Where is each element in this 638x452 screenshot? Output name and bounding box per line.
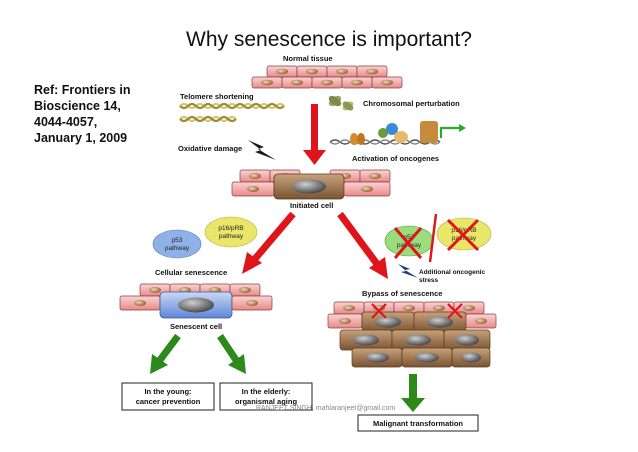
footer-text: RANJEET SINGH, mahlaranjeet@gmail.com <box>256 405 396 412</box>
p16-line2: pathway <box>219 233 244 240</box>
activation-of-oncogenes-label: Activation of oncogenes <box>352 154 439 163</box>
bypass-of-senescence-label: Bypass of senescence <box>362 289 442 298</box>
normal-tissue-label: Normal tissue <box>283 54 333 63</box>
arrow-normal-to-initiated <box>303 104 326 165</box>
inhibition-line <box>428 213 438 263</box>
elderly-outcome-box: In the elderly: organismal aging <box>219 382 313 411</box>
page-title: Why senescence is important? <box>186 28 472 51</box>
oncogenic-stress-line2: stress <box>419 277 439 284</box>
p53-pathway-bubble: p53 pathway <box>152 229 202 259</box>
oncogenic-stress-line1: Additional oncogenic <box>419 269 485 276</box>
elderly-line2: organismal aging <box>235 397 298 406</box>
bypass-p16-line1: p16/pRB <box>451 227 476 234</box>
small-lightning-icon <box>398 264 418 278</box>
lightning-bolt-icon <box>248 140 276 160</box>
bypass-p53-line1: p53 <box>404 234 415 241</box>
elderly-line1: In the elderly: <box>242 387 291 396</box>
bypass-p16-line2: pathway <box>452 235 477 242</box>
oncogene-activation-icon <box>329 121 466 145</box>
reference-line: 4044-4057, <box>34 115 98 129</box>
telomere-dna-icon <box>179 102 285 123</box>
reference-text: Ref: Frontiers in Bioscience 14, 4044-40… <box>34 82 164 146</box>
initiated-cell-label: Initiated cell <box>290 201 333 210</box>
senescent-cell-label: Senescent cell <box>170 322 222 331</box>
arrow-to-senescence <box>242 211 296 274</box>
p53-line2: pathway <box>165 245 190 252</box>
malignant-transformation-label: Malignant transformation <box>373 419 463 428</box>
oxidative-damage-label: Oxidative damage <box>178 144 242 153</box>
reference-line: January 1, 2009 <box>34 131 128 145</box>
reference-line: Bioscience 14, <box>34 99 121 113</box>
bypass-cell-cluster <box>327 301 497 368</box>
bypass-p53-bubble: p53 pathway <box>384 225 434 259</box>
p16-line1: p16/pRB <box>218 225 243 232</box>
chromosomal-perturbation-label: Chromosomal perturbation <box>363 99 460 108</box>
p53-line1: p53 <box>172 237 183 244</box>
young-line2: cancer prevention <box>136 397 201 406</box>
arrow-to-young <box>150 333 181 374</box>
malignant-transformation-box: Malignant transformation <box>357 414 479 432</box>
bypass-p16-bubble: p16/pRB pathway <box>436 217 492 252</box>
senescent-cell-group <box>119 283 273 319</box>
young-outcome-box: In the young: cancer prevention <box>121 382 215 411</box>
young-line1: In the young: <box>144 387 191 396</box>
cellular-senescence-label: Cellular senescence <box>155 268 227 277</box>
arrow-to-malignant <box>401 374 425 412</box>
initiated-cell-group <box>231 169 391 200</box>
telomere-shortening-label: Telomere shortening <box>180 92 254 101</box>
normal-tissue-cells <box>251 65 403 89</box>
reference-line: Ref: Frontiers in <box>34 83 131 97</box>
arrow-to-bypass <box>337 211 388 279</box>
arrow-to-elderly <box>217 334 246 374</box>
chromosome-icon <box>328 95 354 111</box>
p16-prb-pathway-bubble: p16/pRB pathway <box>204 216 258 248</box>
